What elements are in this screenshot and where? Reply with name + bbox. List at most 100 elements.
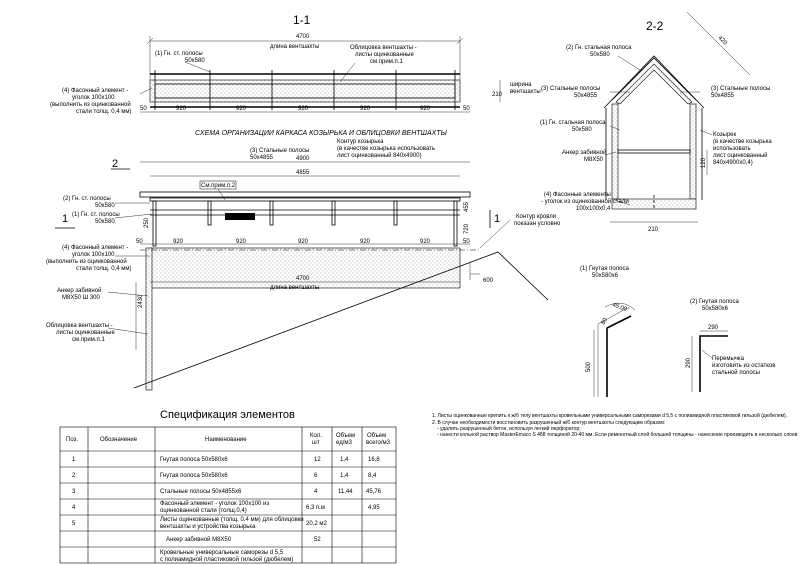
schema-title: СХЕМА ОРГАНИЗАЦИИ КАРКАСА КОЗЫРЬКА И ОБЛ…: [195, 130, 448, 137]
dim-455: 455: [464, 201, 470, 212]
dim-50-r: 50: [463, 239, 470, 245]
cut-mark-1-right: 1: [494, 213, 500, 225]
cell-qty: 4: [314, 489, 318, 495]
cell-pos: 5: [72, 521, 76, 527]
spec-table: Спецификация элементов Поз. Обозначение …: [59, 409, 397, 564]
cell-total: 4,95: [368, 505, 380, 511]
dim-angle: 45,00°: [611, 302, 630, 314]
dim-80: 80: [601, 317, 610, 326]
cell-pos: 1: [72, 457, 76, 463]
dim-920-c: 920: [298, 106, 309, 112]
spec-title: Спецификация элементов: [160, 409, 295, 421]
dim-500: 500: [586, 361, 592, 372]
dim-920-m4: 920: [360, 239, 371, 245]
spec-row-5: 5 Листы оцинкованные (толщ. 0,4 мм) для …: [72, 517, 327, 530]
dim-720: 720: [464, 223, 470, 234]
label-angle-1-1: (4) Фасонный элемент -уголок 100x100(вып…: [50, 87, 131, 115]
label-length-top: длина вентшахты: [270, 44, 319, 50]
cell-total: 45,76: [366, 489, 382, 495]
label-angle-main: (4) Фасонный элемент -уголок 100x100(вып…: [46, 244, 131, 272]
dim-920-m1: 920: [173, 239, 184, 245]
note-2a: - удалить разрушенный бетон, используя л…: [437, 425, 581, 432]
cell-pos: 4: [72, 505, 76, 511]
dim-290-h: 290: [708, 325, 719, 331]
cell-name: Гнутая полоса 50x580x6: [160, 457, 228, 463]
canopy-verticals: [150, 200, 460, 247]
cell-qty: 20,2 м2: [306, 521, 327, 527]
cell-vol: 1,4: [340, 457, 349, 463]
dim-4700-top: 4700: [296, 34, 310, 40]
dim-600: 600: [483, 278, 494, 284]
cut-mark-2: 2: [112, 158, 118, 170]
dim-2430: 2430: [138, 294, 144, 308]
canopy: [139, 191, 471, 198]
shaft-wall: [149, 247, 461, 289]
note-2: 2. В случае необходимости восстановить р…: [432, 419, 665, 426]
dim-4900: 4900: [296, 156, 310, 162]
cell-total: 8,4: [368, 473, 377, 479]
spec-h-qty: Кол.шт: [310, 433, 322, 446]
dim-290-v: 290: [686, 357, 692, 368]
dim-50-a: 50: [140, 106, 147, 112]
spec-row-6: Анкер забивной М8Х50 52: [166, 536, 321, 543]
dim-4855: 4855: [296, 170, 310, 176]
note-2b: - нанести кольной раствор MasterEmaco S …: [437, 431, 798, 438]
label-angle-2-2: (4) Фасонные элементы- уголок из оцинков…: [541, 192, 629, 212]
label-length-main: длина вентшахты: [270, 285, 319, 291]
cell-name: Стальные полосы 50x4855x6: [160, 489, 242, 495]
dim-420: 420: [717, 35, 729, 47]
section-1-1: 1-1 4700 длина вентшахты 50 920 920 920 …: [50, 13, 541, 115]
cut-mark-1-left: 1: [62, 213, 68, 225]
cell-name: Листы оцинкованные (толщ. 0,4 мм) для об…: [160, 517, 304, 530]
spec-h-name: Наименование: [205, 437, 247, 443]
note-1: 1. Листы оцинкованные крепить к ж/б телу…: [432, 412, 787, 419]
dim-920-m5: 920: [420, 239, 431, 245]
cell-qty: 6,3 п.м: [306, 505, 325, 511]
spec-h-pos: Поз.: [66, 437, 78, 443]
notes: 1. Листы оцинкованные крепить к ж/б телу…: [432, 412, 798, 438]
cell-pos: 2: [72, 473, 76, 479]
spec-row-1: 1 Гнутая полоса 50x580x6 12 1,4 16,8: [72, 457, 380, 463]
dim-920-e: 920: [420, 106, 431, 112]
cell-name: Анкер забивной М8Х50: [166, 536, 232, 543]
label-canopy-main: Контур козырька(в качестве козырька испо…: [337, 139, 435, 159]
spec-row-2: 2 Гнутая полоса 50x580x6 6 1,4 8,4: [72, 473, 377, 479]
spec-row-3: 3 Стальные полосы 50x4855x6 4 11,44 45,7…: [72, 489, 382, 495]
shaft-plan: [149, 79, 461, 103]
plan-strips: [150, 70, 460, 110]
dim-50-b: 50: [463, 106, 470, 112]
dim-120: 120: [701, 157, 707, 168]
section-2-2-title: 2-2: [646, 19, 664, 33]
dim-210-2-2: 210: [648, 227, 659, 233]
dim-920-d: 920: [360, 106, 371, 112]
dim-920-m3: 920: [298, 239, 309, 245]
dim-210-top: 210: [492, 92, 503, 98]
cell-vol: 1,4: [340, 473, 349, 479]
dim-920-b: 920: [236, 106, 247, 112]
